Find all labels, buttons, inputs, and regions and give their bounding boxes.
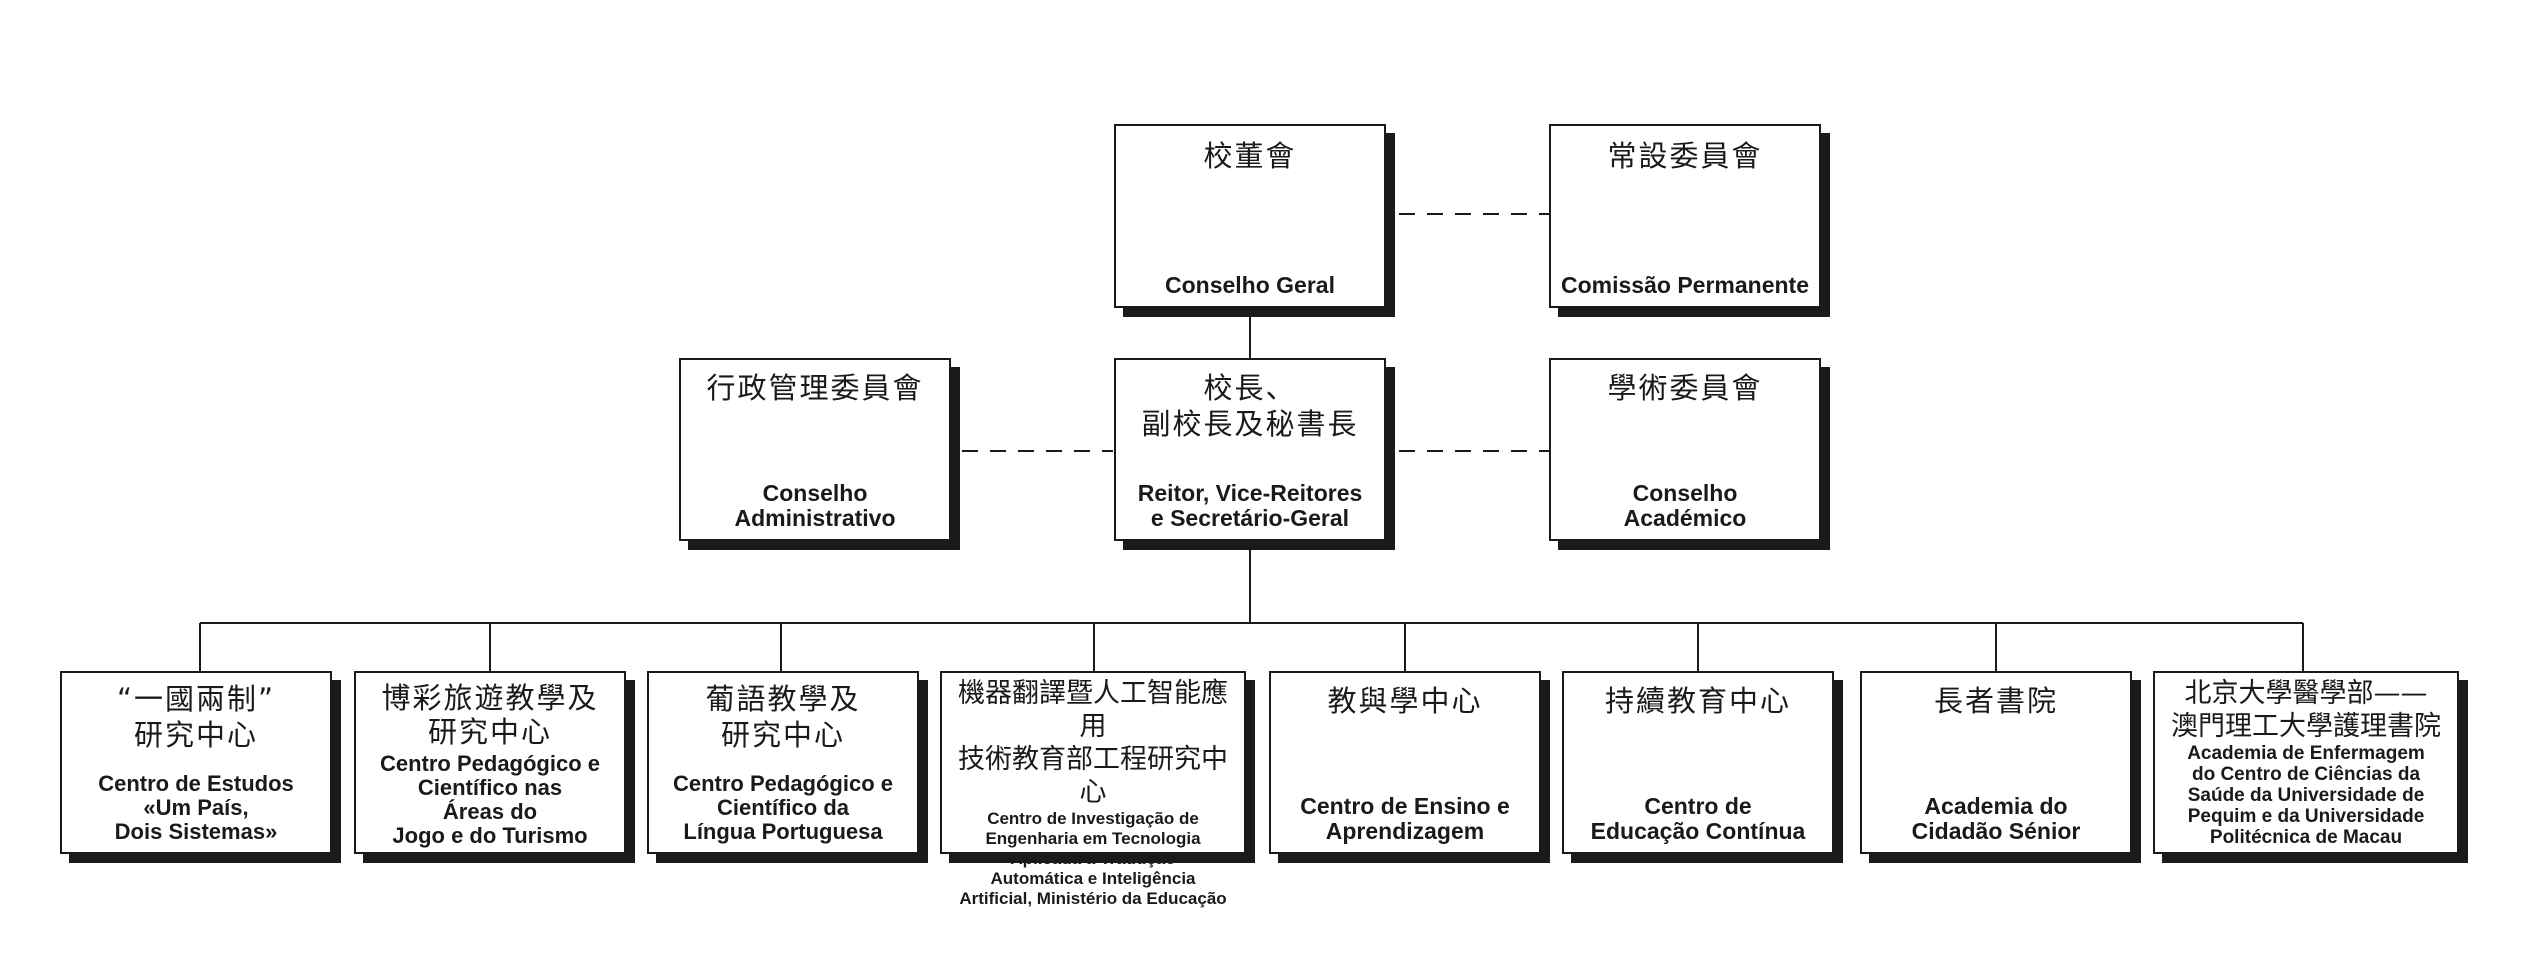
- node-zh-label: 學術委員會: [1607, 371, 1763, 405]
- node-conselho-administrativo: 行政管理委員會 Conselho Administrativo: [679, 358, 951, 541]
- node-centre-um-pais-dois-sistemas: “一國兩制” 研究中心 Centro de Estudos «Um País, …: [60, 671, 332, 854]
- node-pt-label: Conselho Académico: [1623, 480, 1747, 531]
- node-zh-label: 北京大學醫學部—— 澳門理工大學護理書院: [2171, 678, 2441, 742]
- node-zh-label: 教與學中心: [1327, 684, 1483, 718]
- node-zh-label: 持續教育中心: [1604, 684, 1791, 718]
- node-centre-ensino-aprendizagem: 教與學中心 Centro de Ensino e Aprendizagem: [1269, 671, 1541, 854]
- node-zh-label: 機器翻譯暨人工智能應用 技術教育部工程研究中心: [958, 678, 1228, 808]
- node-pt-label: Academia do Cidadão Sénior: [1911, 793, 2081, 844]
- node-centre-enfermagem: 北京大學醫學部—— 澳門理工大學護理書院 Academia de Enferma…: [2153, 671, 2459, 854]
- node-pt-label: Conselho Geral: [1165, 272, 1335, 298]
- node-zh-label: 長者書院: [1933, 684, 2058, 718]
- node-zh-label: “一國兩制” 研究中心: [116, 682, 276, 752]
- node-centre-cidadao-senior: 長者書院 Academia do Cidadão Sénior: [1860, 671, 2132, 854]
- node-zh-label: 校董會: [1203, 139, 1297, 173]
- node-centre-educacao-continua: 持續教育中心 Centro de Educação Contínua: [1562, 671, 1834, 854]
- node-conselho-academico: 學術委員會 Conselho Académico: [1549, 358, 1821, 541]
- node-pt-label: Centro de Estudos «Um País, Dois Sistema…: [98, 771, 294, 844]
- node-pt-label: Reitor, Vice-Reitores e Secretário-Geral: [1137, 480, 1363, 531]
- node-pt-label: Centro de Investigação de Engenharia em …: [959, 809, 1227, 908]
- node-zh-label: 葡語教學及 研究中心: [705, 682, 861, 752]
- node-zh-label: 校長、 副校長及秘書長: [1141, 371, 1359, 441]
- node-pt-label: Conselho Administrativo: [734, 480, 896, 531]
- node-centre-jogo-turismo: 博彩旅遊教學及 研究中心 Centro Pedagógico e Científ…: [354, 671, 626, 854]
- node-reitor: 校長、 副校長及秘書長 Reitor, Vice-Reitores e Secr…: [1114, 358, 1386, 541]
- node-zh-label: 行政管理委員會: [706, 371, 924, 405]
- node-pt-label: Centro Pedagógico e Científico nas Áreas…: [379, 751, 601, 848]
- node-pt-label: Comissão Permanente: [1561, 272, 1809, 298]
- node-comissao-permanente: 常設委員會 Comissão Permanente: [1549, 124, 1821, 308]
- node-zh-label: 博彩旅遊教學及 研究中心: [381, 681, 599, 749]
- node-pt-label: Academia de Enfermagem do Centro de Ciên…: [2187, 743, 2425, 848]
- node-pt-label: Centro de Educação Contínua: [1590, 793, 1806, 844]
- node-pt-label: Centro de Ensino e Aprendizagem: [1300, 793, 1510, 844]
- node-zh-label: 常設委員會: [1607, 139, 1763, 173]
- node-conselho-geral: 校董會 Conselho Geral: [1114, 124, 1386, 308]
- node-centre-traducao-automatica: 機器翻譯暨人工智能應用 技術教育部工程研究中心 Centro de Invest…: [940, 671, 1246, 908]
- node-pt-label: Centro Pedagógico e Científico da Língua…: [672, 771, 894, 844]
- node-centre-lingua-portuguesa: 葡語教學及 研究中心 Centro Pedagógico e Científic…: [647, 671, 919, 854]
